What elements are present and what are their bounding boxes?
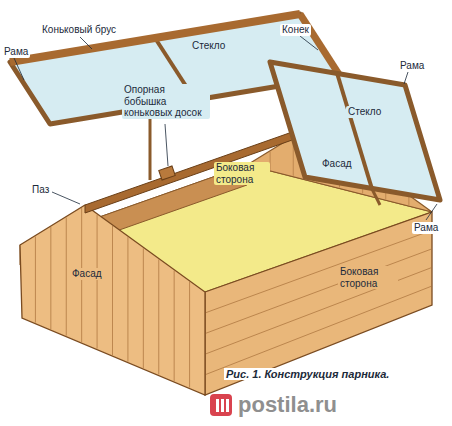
leader-line xyxy=(404,72,408,84)
watermark: postila.ru xyxy=(236,392,339,417)
part-label: Рама xyxy=(398,60,426,72)
plank-line xyxy=(189,282,190,388)
roof xyxy=(10,14,440,213)
side-wall xyxy=(205,212,432,395)
leader-line xyxy=(52,192,80,204)
plank-line xyxy=(66,218,67,336)
leader-lines xyxy=(14,36,437,220)
part-label: Рама xyxy=(412,222,440,234)
part-label: Фасад xyxy=(320,158,354,170)
plank-line xyxy=(206,231,431,313)
watermark-logo xyxy=(210,394,232,416)
part-label: Стекло xyxy=(346,106,383,118)
part-label: Коньковый брус xyxy=(40,24,118,36)
part-label: Рама xyxy=(2,46,30,58)
leader-line xyxy=(426,204,437,220)
part-label: Конек xyxy=(280,24,311,36)
plank-line xyxy=(206,286,431,374)
prop xyxy=(149,110,152,180)
logo-mark xyxy=(216,399,219,412)
plank-line xyxy=(97,215,98,349)
part-label: Боковая сторона xyxy=(214,162,270,185)
ridge-beam xyxy=(85,125,312,213)
leader-line xyxy=(80,37,92,49)
leader-line xyxy=(14,58,24,80)
part-label: Стекло xyxy=(190,40,227,52)
part-label: Паз xyxy=(30,184,51,196)
plank-line xyxy=(50,227,51,329)
part-label: Фасад xyxy=(70,268,104,280)
logo-square xyxy=(210,394,232,416)
plank-line xyxy=(35,237,36,323)
frame-mullion xyxy=(337,73,372,189)
front-gable xyxy=(20,205,205,395)
plank-line xyxy=(408,196,409,205)
plank-line xyxy=(174,271,175,381)
plank-line xyxy=(112,226,113,355)
part-label: Опорная бобышка коньковых досок xyxy=(122,84,210,119)
part-label: Боковая сторона xyxy=(338,266,398,289)
logo-mark xyxy=(221,399,224,412)
logo-mark xyxy=(226,399,229,412)
plank-line xyxy=(127,237,128,361)
ridge-bar xyxy=(10,14,300,62)
right-frame xyxy=(270,62,440,200)
figure-caption: Рис. 1. Конструкция парника. xyxy=(224,368,391,380)
leader-line xyxy=(300,36,318,50)
plank-line xyxy=(206,249,431,333)
plank-line xyxy=(143,248,144,368)
plank-line xyxy=(158,259,159,374)
leader-line xyxy=(165,124,168,166)
support-block xyxy=(159,166,175,180)
